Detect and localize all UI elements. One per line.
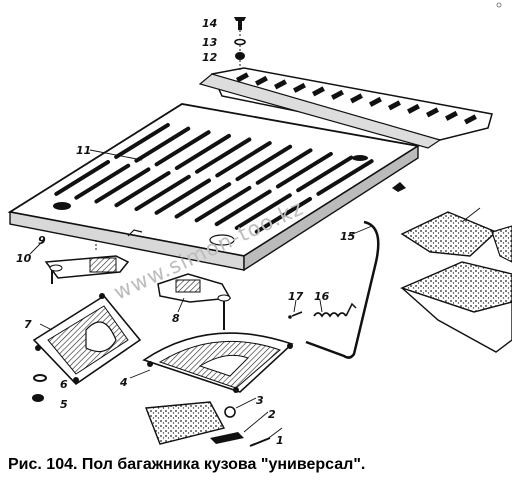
callout-1: 1 — [276, 434, 284, 447]
callout-11: 11 — [76, 144, 91, 157]
callout-17: 17 — [288, 290, 304, 303]
callout-14: 14 — [202, 17, 217, 30]
flap-cover — [145, 401, 226, 445]
callout-4: 4 — [119, 376, 128, 389]
housing-part-7 — [32, 293, 142, 386]
rod-part-15 — [305, 182, 406, 359]
callout-5: 5 — [60, 398, 68, 411]
callout-2: 2 — [268, 408, 276, 421]
callout-15: 15 — [340, 230, 356, 243]
nut-washer-5-6 — [32, 374, 47, 402]
callout-10: 10 — [16, 252, 32, 265]
pad-part-6 — [400, 211, 512, 263]
fastener-stack — [234, 17, 246, 72]
mat-part-5 — [400, 261, 512, 353]
housing-part-4 — [142, 332, 294, 393]
callout-9: 9 — [38, 234, 46, 247]
callout-8: 8 — [172, 312, 180, 325]
figure-caption: Рис. 104. Пол багажника кузова "универса… — [8, 456, 366, 473]
corner-mark — [496, 2, 502, 8]
callout-3: 3 — [256, 394, 264, 407]
bracket-part-8 — [157, 273, 232, 330]
callout-13: 13 — [202, 36, 218, 49]
callout-6: 6 — [60, 378, 68, 391]
leader-lines — [29, 149, 481, 441]
bracket-part-10 — [44, 238, 130, 284]
rear-ribbed-panel — [198, 67, 493, 149]
callout-16: 16 — [314, 290, 330, 303]
callout-12: 12 — [202, 51, 218, 64]
clip-parts-1-2-3 — [210, 406, 271, 447]
spring-part-16 — [313, 302, 357, 318]
callout-7: 7 — [24, 318, 32, 331]
floor-panel — [7, 103, 421, 272]
callout-numbers: 1 2 3 4 5 6 7 8 9 10 11 12 13 14 15 16 1… — [16, 17, 356, 447]
pin-part-17 — [288, 311, 303, 319]
